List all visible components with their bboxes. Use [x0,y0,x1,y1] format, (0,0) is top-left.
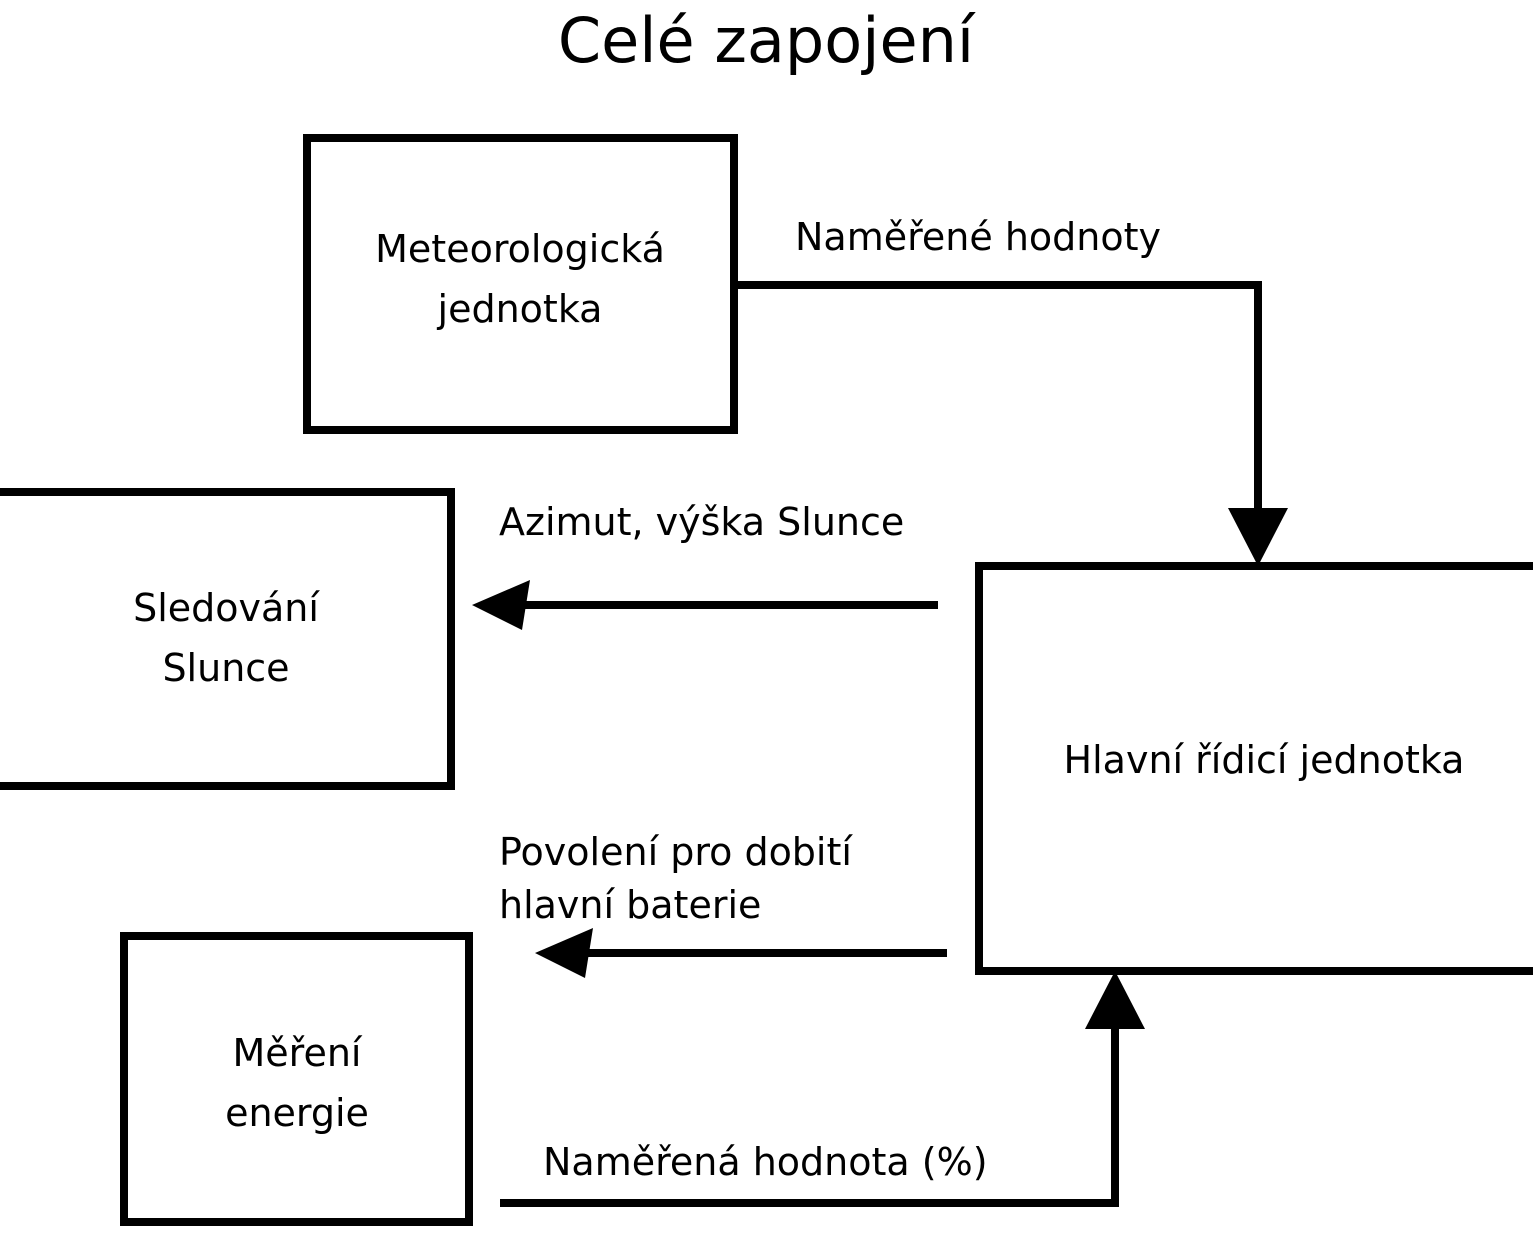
node-main-control-label: Hlavní řídicí jednotka [1064,738,1465,782]
edge-main-to-sun-label: Azimut, výška Slunce [499,500,904,544]
page-title: Celé zapojení [558,4,976,77]
node-sledovani-slunce[interactable]: Sledování Slunce [0,488,455,790]
edge-main-control-to-energy-measurement: Povolení pro dobití hlavní baterie [499,830,947,978]
node-meteo-box[interactable] [303,134,738,434]
node-energy-label-line2: energie [225,1091,369,1135]
node-meteo-label-line1: Meteorologická [375,227,665,271]
edge-main-to-energy-label-line1: Povolení pro dobití [499,830,853,874]
edge-energy-to-main-line [500,1021,1119,1207]
node-mereni-energie[interactable]: Měření energie [120,932,473,1226]
edge-main-to-energy-label-line2: hlavní baterie [499,883,761,927]
edge-meteo-to-main-line [734,281,1262,516]
edge-main-to-energy-arrowhead-icon [535,928,593,978]
edge-meteo-to-main-arrowhead-icon [1228,508,1288,566]
edge-meteo-to-main-label: Naměřené hodnoty [795,215,1161,259]
node-energy-label-line1: Měření [233,1031,363,1075]
node-hlavni-ridici-jednotka[interactable]: Hlavní řídicí jednotka [975,562,1533,975]
edge-main-to-sun-arrowhead-icon [472,580,530,630]
node-meteo-label-line2: jednotka [437,287,603,331]
edge-energy-measurement-to-main-control: Naměřená hodnota (%) [500,971,1145,1207]
node-sun-tracking-box[interactable] [0,488,455,790]
edge-meteo-to-main-control: Naměřené hodnoty [734,215,1288,566]
edge-main-control-to-sun-tracking: Azimut, výška Slunce [472,500,938,630]
edge-energy-to-main-label: Naměřená hodnota (%) [543,1140,988,1184]
node-sun-tracking-label-line2: Slunce [162,646,289,690]
node-energy-box[interactable] [120,932,473,1226]
edge-energy-to-main-arrowhead-icon [1085,971,1145,1029]
node-main-control-box[interactable] [975,562,1533,975]
node-sun-tracking-label-line1: Sledování [133,586,320,630]
node-meteorologicka-jednotka[interactable]: Meteorologická jednotka [303,134,738,434]
